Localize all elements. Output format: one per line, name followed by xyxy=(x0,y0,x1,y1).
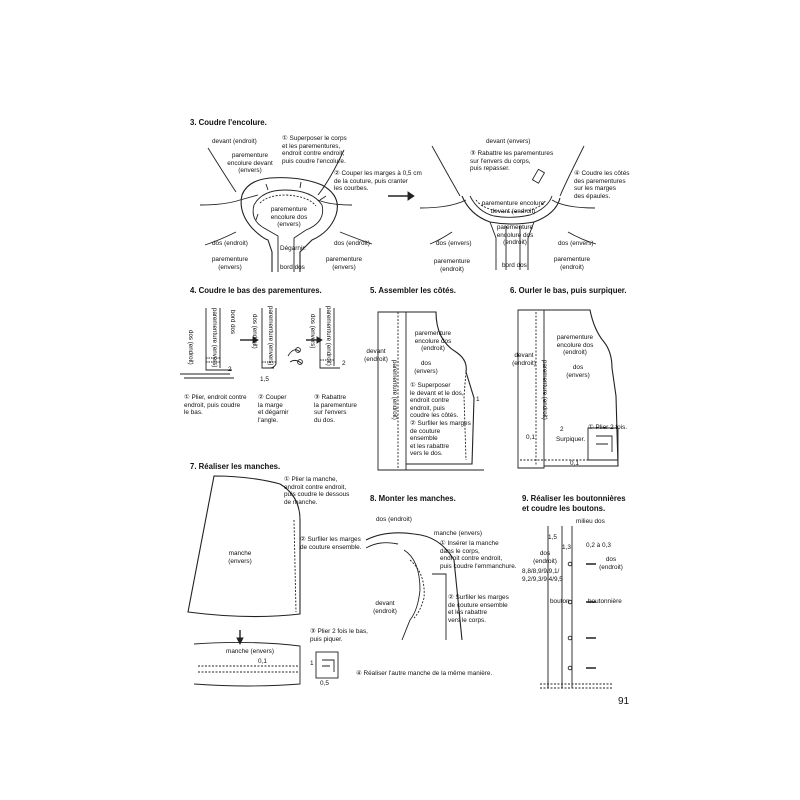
s7-step4: ④ Réaliser l'autre manche de la même man… xyxy=(356,670,493,677)
label-dos-endroit-8: dos (endroit) xyxy=(376,516,412,523)
set-in-sleeve-diagram xyxy=(365,532,463,641)
page-number: 91 xyxy=(618,696,630,707)
label-parementure-devant-endroit: parementure encolure devant (endroit) xyxy=(481,200,545,215)
dim-1-5-s9: 1,5 xyxy=(548,534,557,541)
label-dos-endroit-left: dos (endroit) xyxy=(212,240,248,247)
s3-step2: ② Couper les marges à 0,5 cm de la coutu… xyxy=(334,170,422,193)
dim-1-s7: 1 xyxy=(310,660,314,667)
label-bord-dos-2: bord dos xyxy=(502,262,527,269)
s7-step3: ③ Plier 2 fois le bas, puis piquer. xyxy=(310,628,368,643)
label-manche-envers-2: manche (envers) xyxy=(226,648,274,655)
facing-hem-diagrams xyxy=(180,308,340,379)
label-dos-envers-right: dos (envers) xyxy=(558,240,594,247)
label-bouton: bouton xyxy=(550,598,570,605)
s6-step: ① Plier 2 fois. xyxy=(588,424,628,431)
label-parementure-dos: parementure encolure dos (envers) xyxy=(270,206,308,229)
s4-step1: ① Plier, endroit contre endroit, puis co… xyxy=(184,394,247,417)
label-manche-envers: manche (envers) xyxy=(228,550,252,565)
label-bord-dos: bord dos xyxy=(280,264,305,271)
label-devant-endroit: devant (endroit) xyxy=(212,138,257,145)
label-dos-endroit-vertical-2: dos (endroit) xyxy=(251,314,258,349)
label-parementure-envers-left: parementure (envers) xyxy=(211,256,249,271)
label-manche-envers-8: manche (envers) xyxy=(434,530,482,537)
section-6-title: 6. Ourler le bas, puis surpiquer. xyxy=(510,286,627,295)
dim-0-1a: 0,1 xyxy=(526,434,535,441)
dim-1-5: 1,5 xyxy=(260,376,269,383)
section-7-title: 7. Réaliser les manches. xyxy=(190,462,281,471)
dim-0-5-s7: 0,5 xyxy=(320,680,329,687)
label-parementure-dos-endroit-6: parementure encolure dos (endroit) xyxy=(556,334,594,357)
s8-step1: ① Insérer la manche dans le corps, endro… xyxy=(440,540,517,570)
section-8-title: 8. Monter les manches. xyxy=(370,494,456,503)
buttonhole-diagram xyxy=(540,526,612,689)
s4-step3: ③ Rabattre la parementure sur l'envers d… xyxy=(314,394,357,424)
label-parementure-dos-endroit-5: parementure encolure dos (endroit) xyxy=(414,330,452,353)
label-sizes-2: 9,2/9,3/9,4/9,5 xyxy=(522,576,563,583)
dim-2-s6: 2 xyxy=(560,426,564,433)
label-parementure-endroit-vertical-6: parementure (endroit) xyxy=(541,360,548,420)
dim-1-3-s9: 1,3 xyxy=(562,544,571,551)
s4-step2: ② Couper la marge et dégarnir l'angle. xyxy=(258,394,289,424)
label-devant-endroit-8: devant (endroit) xyxy=(373,600,397,615)
s3-step3: ③ Rabattre les parementures sur l'envers… xyxy=(470,150,554,173)
label-devant-endroit-5: devant (endroit) xyxy=(364,348,388,363)
label-devant-envers: devant (envers) xyxy=(486,138,531,145)
dim-1-s5: 1 xyxy=(476,396,480,403)
label-dos-endroit-right: dos (endroit) xyxy=(334,240,370,247)
label-dos-endroit-vertical-1: dos (endroit) xyxy=(187,330,194,365)
neckline-diagram-before xyxy=(199,147,373,272)
label-dos-envers-5: dos (envers) xyxy=(414,360,438,375)
label-dos-envers-left: dos (envers) xyxy=(436,240,472,247)
dim-0-1b: 0,1 xyxy=(570,460,579,467)
hem-diagram xyxy=(517,309,619,469)
label-parementure-endroit-vertical: parementure (endroit) xyxy=(325,306,332,366)
section-4-title: 4. Coudre le bas des parementures. xyxy=(190,286,322,295)
label-parementure-devant: parementure encolure devant (envers) xyxy=(227,152,273,175)
dim-0-1-s7: 0,1 xyxy=(258,658,267,665)
label-dos-endroit-right-9: dos (endroit) xyxy=(599,556,623,571)
s5-step2: ② Surfiler les marges de couture ensembl… xyxy=(410,420,471,458)
section-3-title: 3. Coudre l'encolure. xyxy=(190,118,267,127)
neckline-diagram-after xyxy=(419,145,597,270)
s5-step1: ① Superposer le devant et le dos, endroi… xyxy=(410,382,464,420)
label-boutonniere: boutonnière xyxy=(588,598,622,605)
label-devant-endroit-6: devant (endroit) xyxy=(512,352,536,367)
label-parementure-envers-right: parementure (envers) xyxy=(325,256,363,271)
label-milieu-dos: milieu dos xyxy=(576,518,605,525)
label-parementure-endroit-vertical-5: parementure (endroit) xyxy=(391,360,398,420)
s3-step4: ④ Coudre les côtés des parementures sur … xyxy=(574,170,630,200)
label-degarnir: Dégarnir. xyxy=(280,245,306,252)
section-5-title: 5. Assembler les côtés. xyxy=(370,286,456,295)
s8-step2: ② Surfiler les marges de couture ensembl… xyxy=(448,594,509,624)
dim-2a: 2 xyxy=(228,366,232,373)
label-dos-envers-vertical: dos (envers) xyxy=(309,314,316,349)
section-9-title: 9. Réaliser les boutonnières et coudre l… xyxy=(522,494,626,513)
label-dos-envers-6: dos (envers) xyxy=(566,364,590,379)
label-parementure-envers-vertical-2: parementure (envers) xyxy=(267,306,274,366)
s7-step1: ① Plier la manche, endroit contre endroi… xyxy=(284,476,350,506)
s7-step2: ② Surfiler les marges de couture ensembl… xyxy=(300,536,362,551)
label-parementure-dos-endroit: parementure encolure dos (endroit) xyxy=(496,224,534,247)
label-dos-endroit-left-9: dos (endroit) xyxy=(533,550,557,565)
label-sizes-1: 8,8/8,9/9/9,1/ xyxy=(522,568,560,575)
arrow-head-icon xyxy=(407,191,415,201)
dim-2b: 2 xyxy=(342,360,346,367)
s3-step1: ① Superposer le corps et les parementure… xyxy=(282,135,347,165)
label-bord-dos-vertical: bord dos xyxy=(229,310,236,335)
side-seam-diagram xyxy=(377,311,484,471)
label-surpiquer: Surpiquer. xyxy=(556,436,586,443)
label-parementure-endroit-right: parementure (endroit) xyxy=(553,256,591,271)
dim-0-2-0-3: 0,2 à 0,3 xyxy=(586,542,611,549)
label-parementure-endroit-left: parementure (endroit) xyxy=(433,258,471,273)
sleeve-diagram xyxy=(187,475,339,687)
label-parementure-envers-vertical: parementure (envers) xyxy=(211,308,218,368)
